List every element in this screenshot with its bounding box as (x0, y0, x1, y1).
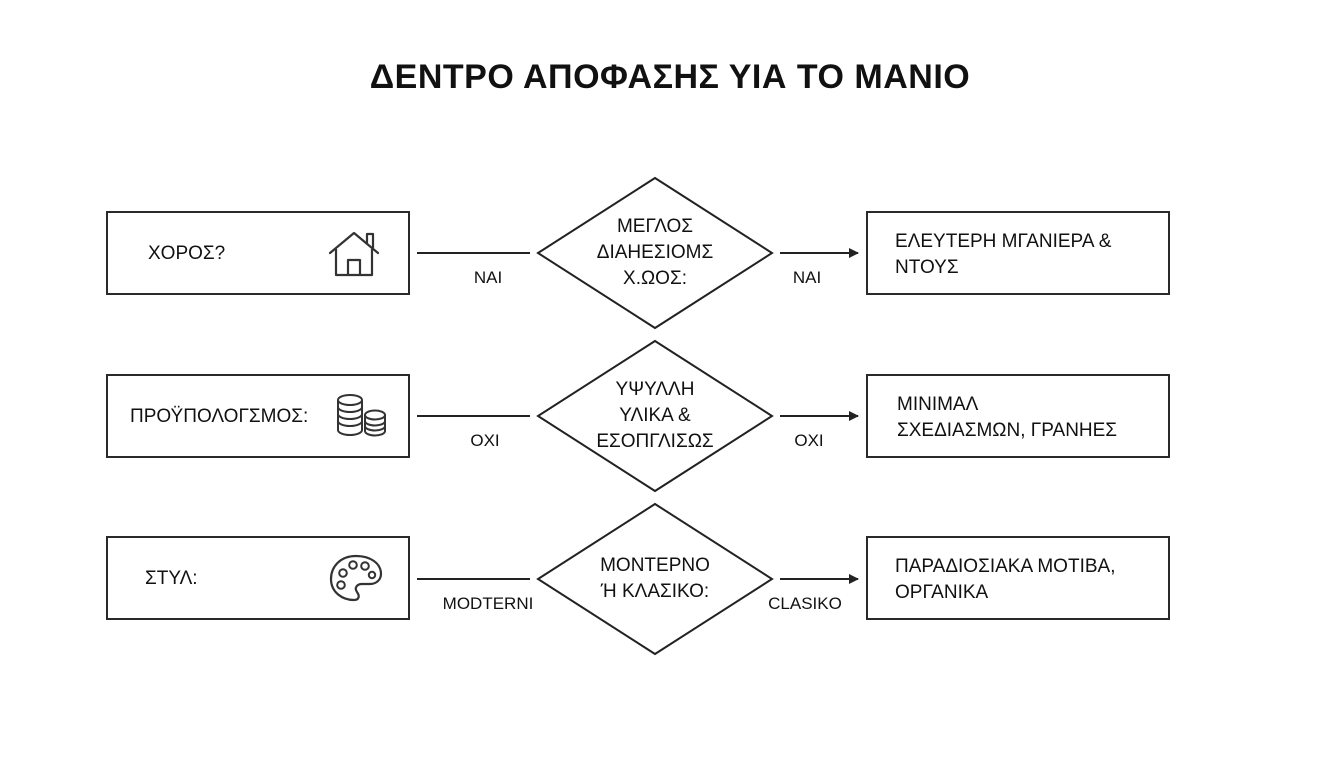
edge-label-1-in: ΝΑΙ (473, 268, 503, 287)
question-box-budget: ΠΡΟΫΠΟΛΟΓΣΜΟΣ: (106, 374, 410, 458)
decision-diamond-3 (536, 502, 774, 656)
decision-text-1-line-3: Χ.ΩΟΣ: (623, 268, 687, 289)
decision-text-2: ΥΨΥΛΛΗ ΥΛΙΚΑ & ΕΣΟΠΓΛΙΣΩΣ (555, 377, 755, 455)
result-text-2-line-2: ΣΧΕΔΙΑΣΜΩΝ, ΓΡΑΝΗΕΣ (897, 420, 1118, 441)
result-text-1-line-1: ΕΛΕΥΤΕΡΗ ΜΓΑΝΙΕΡΑ & (895, 231, 1112, 252)
coins-icon (330, 390, 390, 442)
decision-text-1-line-2: ΔΙΑΗΕΣΙΟΜΣ (596, 242, 714, 263)
result-text-3-line-2: ΟΡΓΑΝΙΚΑ (895, 582, 989, 603)
decision-text-3-line-1: ΜΟΝΤΕΡΝΟ (600, 555, 710, 576)
question-box-style: ΣΤΥΛ: (106, 536, 410, 620)
palette-icon (326, 552, 386, 604)
edge-label-1-out: ΝΑΙ (792, 268, 822, 287)
decision-diamond-1 (536, 176, 774, 330)
house-icon (324, 227, 384, 279)
result-text-3: ΠΑΡΑΔΙΟΣΙΑΚΑ ΜΟΤΙΒΑ, ΟΡΓΑΝΙΚΑ (895, 554, 1115, 606)
question-box-space: ΧΟΡΟΣ? (106, 211, 410, 295)
decision-text-2-line-1: ΥΨΥΛΛΗ (615, 379, 695, 400)
result-text-2: ΜΙΝΙΜΑΛ ΣΧΕΔΙΑΣΜΩΝ, ΓΡΑΝΗΕΣ (897, 392, 1117, 444)
result-text-3-line-1: ΠΑΡΑΔΙΟΣΙΑΚΑ ΜΟΤΙΒΑ, (895, 556, 1116, 577)
result-box-1: ΕΛΕΥΤΕΡΗ ΜΓΑΝΙΕΡΑ & ΝΤΟΥΣ (866, 211, 1170, 295)
question-label-budget: ΠΡΟΫΠΟΛΟΓΣΜΟΣ: (130, 406, 309, 427)
result-text-1: ΕΛΕΥΤΕΡΗ ΜΓΑΝΙΕΡΑ & ΝΤΟΥΣ (895, 229, 1111, 281)
decision-text-3: ΜΟΝΤΕΡΝΟ Ή ΚΛΑΣΙΚΟ: (555, 553, 755, 605)
decision-text-2-line-3: ΕΣΟΠΓΛΙΣΩΣ (596, 431, 714, 452)
edge-label-2-out: ΟΧΙ (794, 431, 824, 450)
decision-text-2-line-2: ΥΛΙΚΑ & (619, 405, 691, 426)
decision-diamond-2 (536, 339, 774, 493)
diagram-title: ΔΕΝΤΡΟ ΑΠΟΦΑΣΗΣ ΥΙΑ ΤΟ ΜΑΝΙΟ (369, 58, 971, 96)
result-box-2: ΜΙΝΙΜΑΛ ΣΧΕΔΙΑΣΜΩΝ, ΓΡΑΝΗΕΣ (866, 374, 1170, 458)
question-label-style: ΣΤΥΛ: (145, 568, 198, 589)
decision-text-3-line-2: Ή ΚΛΑΣΙΚΟ: (600, 581, 710, 602)
edge-label-3-out: CLASIKO (768, 594, 842, 613)
question-label-space: ΧΟΡΟΣ? (148, 243, 226, 264)
result-text-2-line-1: ΜΙΝΙΜΑΛ (897, 394, 979, 415)
edge-label-3-in: MODTERNI (442, 594, 534, 613)
result-text-1-line-2: ΝΤΟΥΣ (895, 257, 959, 278)
decision-text-1: ΜΕΓΛΟΣ ΔΙΑΗΕΣΙΟΜΣ Χ.ΩΟΣ: (555, 214, 755, 292)
result-box-3: ΠΑΡΑΔΙΟΣΙΑΚΑ ΜΟΤΙΒΑ, ΟΡΓΑΝΙΚΑ (866, 536, 1170, 620)
decision-text-1-line-1: ΜΕΓΛΟΣ (616, 216, 694, 237)
edge-label-2-in: ΟΧΙ (470, 431, 500, 450)
